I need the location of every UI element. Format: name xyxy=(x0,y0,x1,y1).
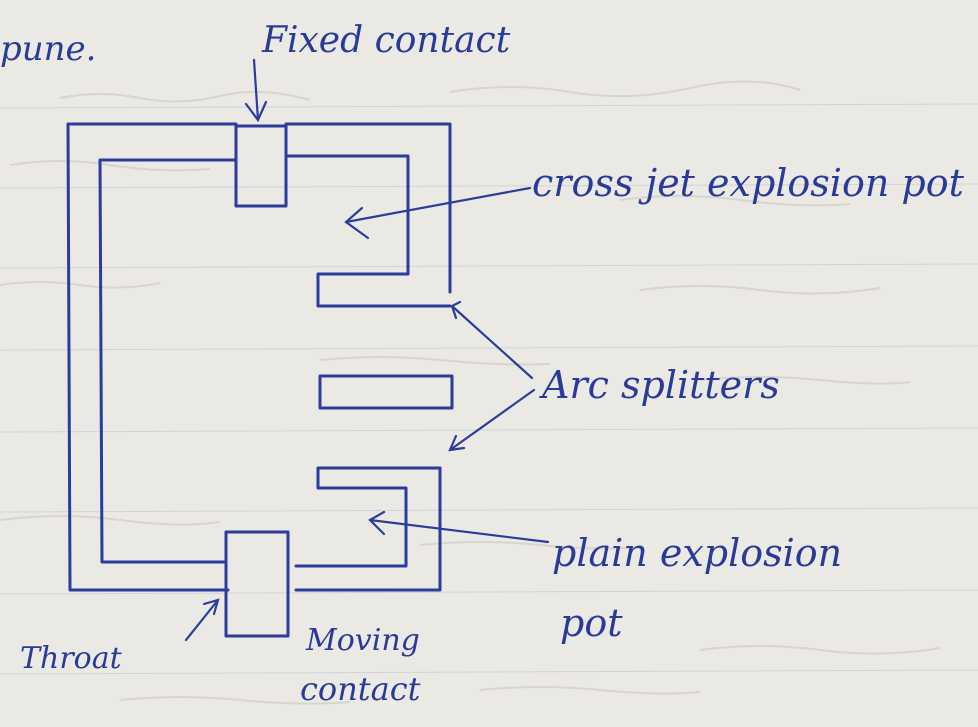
arc-chute-inner-wall xyxy=(98,158,238,564)
cross-jet-arrow xyxy=(344,186,532,240)
plain-explosion-pot xyxy=(294,466,442,568)
arc-splitter-arrows xyxy=(448,300,536,452)
cross-jet-explosion-pot xyxy=(284,154,452,308)
arc-splitter-middle xyxy=(318,374,454,410)
page-heading: pune. xyxy=(0,29,97,69)
arc-chute-outer-wall xyxy=(66,122,452,592)
moving-contact xyxy=(224,530,290,638)
show-through-texture xyxy=(0,80,941,705)
label-fixed-contact: Fixed contact xyxy=(261,20,511,61)
label-moving: Moving xyxy=(305,623,420,658)
label-arc-splitters: Arc splitters xyxy=(539,363,780,407)
fixed-contact xyxy=(234,124,288,208)
label-throat: Throat xyxy=(20,641,123,676)
ruled-lines xyxy=(0,103,978,675)
label-cross-jet-pot: cross jet explosion pot xyxy=(532,161,965,205)
throat-arrow xyxy=(184,598,220,642)
plain-pot-arrow xyxy=(368,510,550,544)
fixed-contact-arrow xyxy=(244,58,268,123)
label-contact: contact xyxy=(300,670,421,708)
label-pot: pot xyxy=(560,601,623,645)
label-plain-explosion: plain explosion xyxy=(552,531,842,575)
